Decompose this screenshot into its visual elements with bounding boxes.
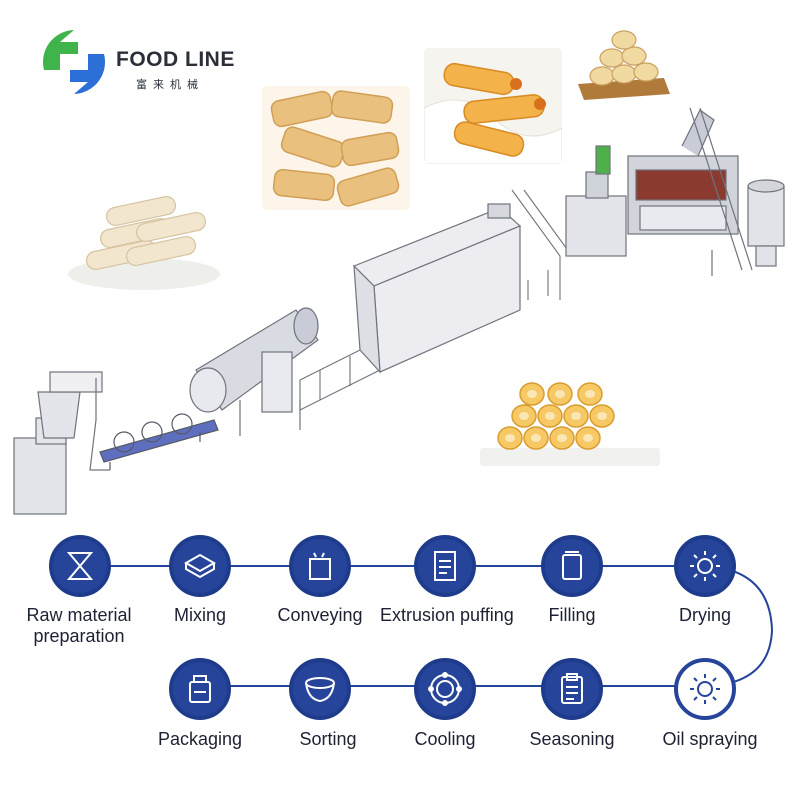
step-raw-material-preparation <box>49 535 111 597</box>
step-label-sorting: Sorting <box>299 729 357 749</box>
package-icon <box>189 675 211 703</box>
seasoning-drum <box>189 307 319 436</box>
dryer-oven <box>352 203 522 374</box>
step-label-cooling: Cooling <box>414 729 476 749</box>
step-label-extrusion-puffing: Extrusion puffing <box>380 605 514 625</box>
mixing-conveyor <box>99 413 219 470</box>
brand-logo: FOOD LINE 富来机械 <box>38 26 238 102</box>
product-photo-plate-rolls <box>68 196 220 290</box>
step-label-line-2: preparation <box>33 626 125 646</box>
sun-icon <box>690 551 720 581</box>
step-sorting <box>289 658 351 720</box>
bin-icon <box>562 551 582 580</box>
fan-ring-icon <box>428 672 462 706</box>
sun-ring-icon <box>690 674 720 704</box>
step-drying <box>674 535 736 597</box>
production-line-illustration <box>13 107 785 515</box>
step-extrusion-puffing <box>414 535 476 597</box>
brand-name: FOOD LINE <box>116 48 235 71</box>
step-seasoning <box>541 658 603 720</box>
step-filling <box>541 535 603 597</box>
product-photo-milk-rolls <box>424 48 562 164</box>
document-list-icon <box>434 551 456 581</box>
step-cooling <box>414 658 476 720</box>
step-label-packaging: Packaging <box>157 729 243 749</box>
step-label-raw-material: Raw material preparation <box>14 605 144 647</box>
elevator-conveyor <box>511 189 573 300</box>
step-packaging <box>169 658 231 720</box>
food-line-logo-icon <box>42 30 106 94</box>
clipboard-icon <box>561 673 583 704</box>
step-conveying <box>289 535 351 597</box>
step-label-conveying: Conveying <box>277 605 363 625</box>
container-icon <box>309 552 331 580</box>
step-label-oil-spraying: Oil spraying <box>662 729 758 749</box>
product-photo-tube-rolls <box>480 382 660 466</box>
step-label-drying: Drying <box>678 605 731 625</box>
raw-material-hopper <box>13 371 110 515</box>
product-photo-bars <box>262 86 410 210</box>
step-label-seasoning: Seasoning <box>529 729 615 749</box>
step-label-line-1: Raw material <box>26 605 132 625</box>
step-label-mixing: Mixing <box>173 605 226 625</box>
step-oil-spraying <box>674 658 736 720</box>
feeder-tower <box>689 107 785 276</box>
extruder-machine <box>565 109 739 257</box>
step-mixing <box>169 535 231 597</box>
bowl-icon <box>305 677 335 703</box>
tray-icon <box>183 553 217 579</box>
hourglass-icon <box>66 552 94 580</box>
brand-subtitle: 富来机械 <box>136 78 204 91</box>
product-photo-wooden-board <box>578 30 670 100</box>
step-label-filling: Filling <box>548 605 596 625</box>
